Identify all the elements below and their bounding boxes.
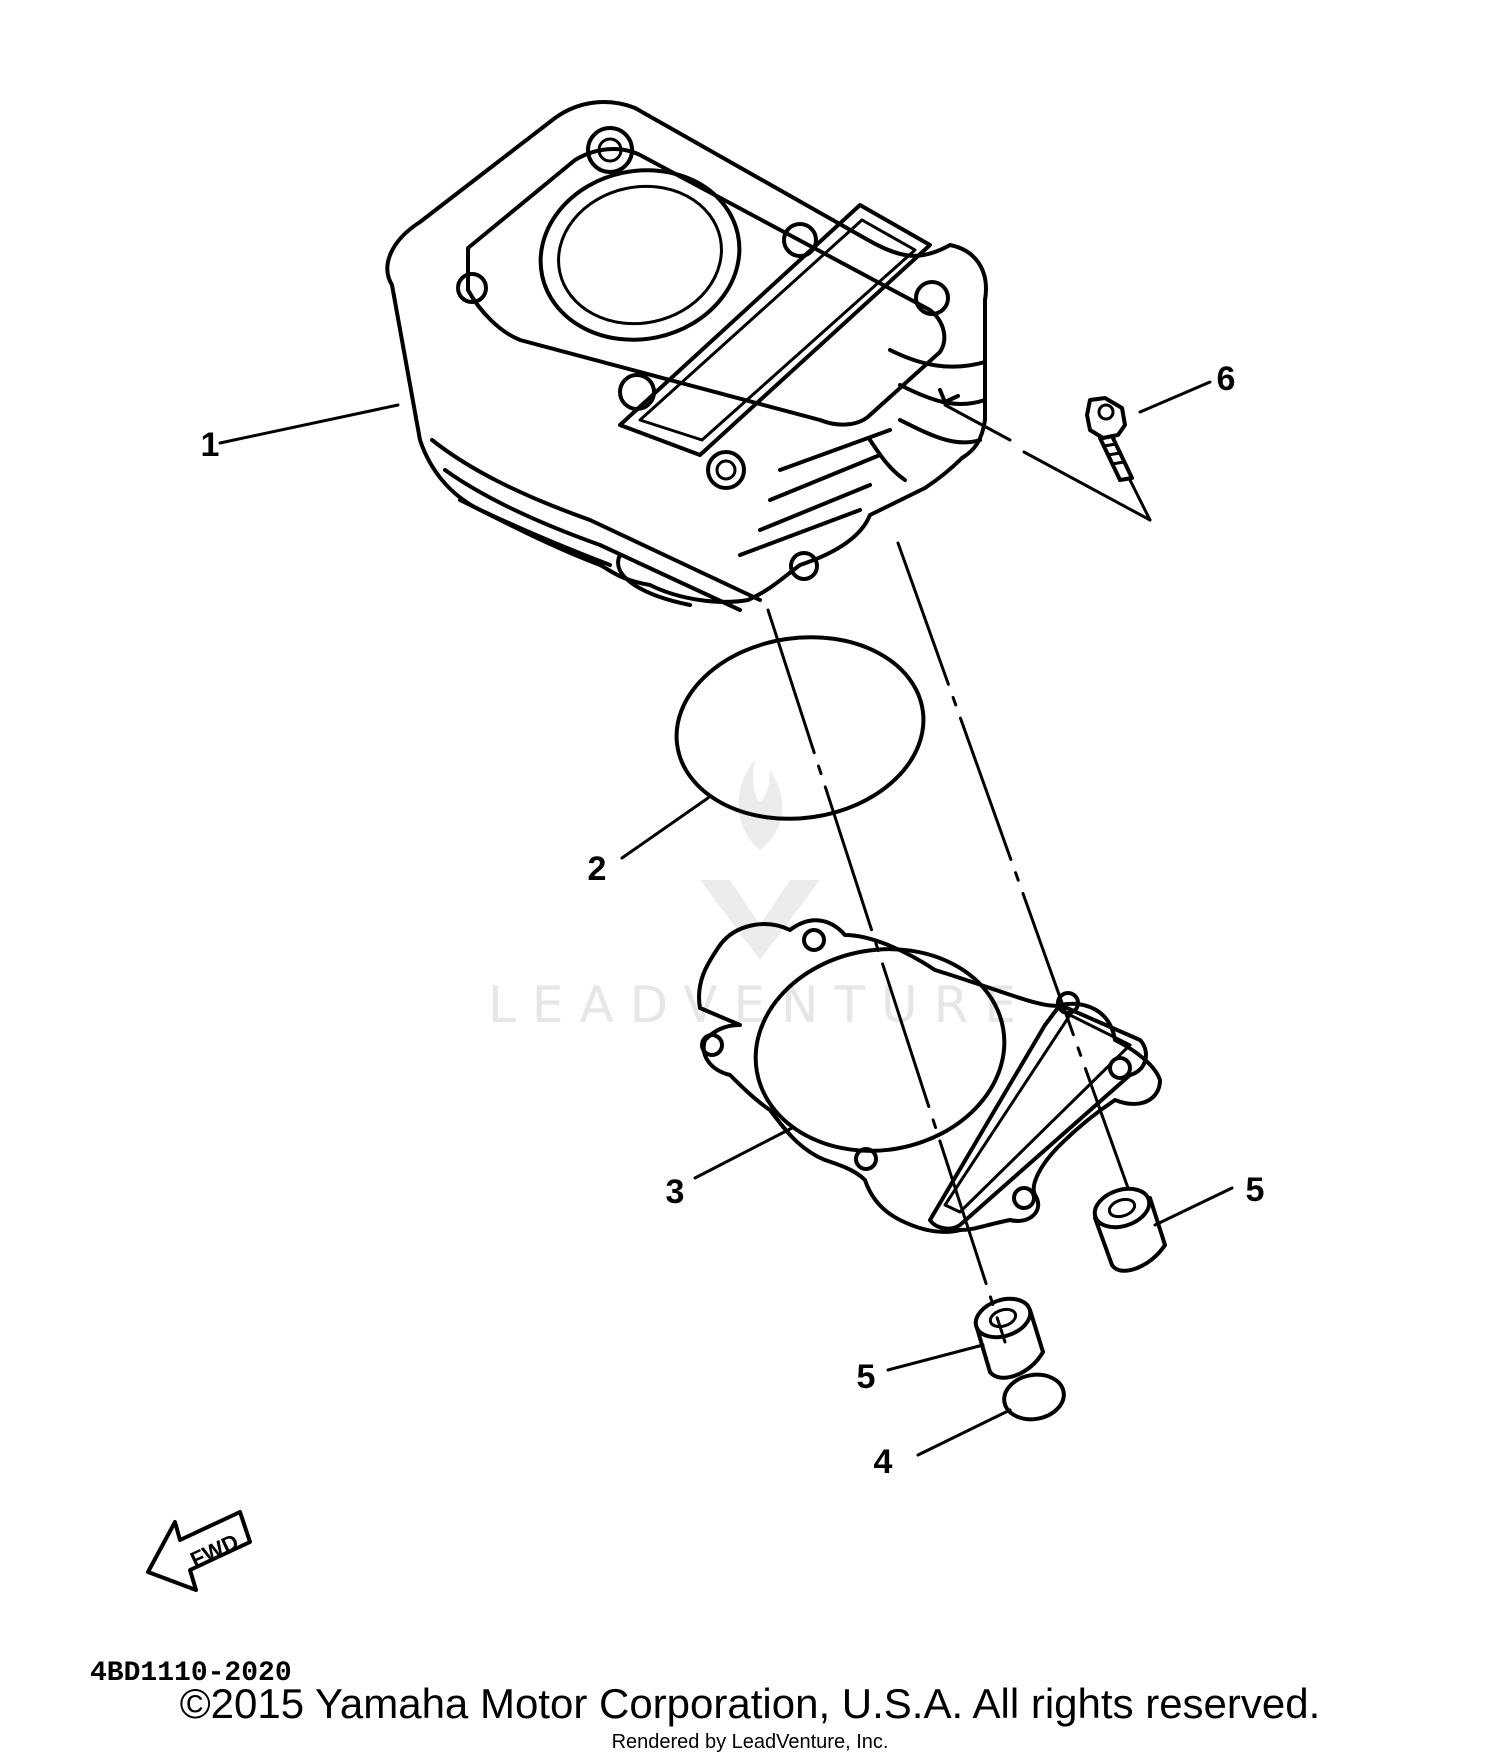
part-dowel-pin-right — [1092, 1186, 1167, 1273]
part-bolt — [1085, 396, 1134, 482]
part-o-ring — [674, 635, 926, 821]
part-cylinder — [385, 100, 988, 612]
callout-5-left: 5 — [857, 1358, 876, 1396]
part-dowel-pin-left — [973, 1296, 1045, 1380]
leadventure-watermark: LEADVENTURE — [488, 760, 1032, 1034]
forward-arrow-icon: FWD — [146, 1510, 252, 1592]
watermark-text: LEADVENTURE — [488, 976, 1032, 1034]
assembly-lines — [766, 403, 1152, 1344]
rendered-by-notice: Rendered by LeadVenture, Inc. — [611, 1731, 889, 1753]
part-plug — [1002, 1372, 1066, 1422]
copyright-notice: ©2015 Yamaha Motor Corporation, U.S.A. A… — [179, 1680, 1321, 1727]
leader-lines — [218, 380, 1234, 1457]
callout-6: 6 — [1217, 360, 1236, 398]
callout-1: 1 — [201, 426, 220, 464]
callout-3: 3 — [666, 1173, 685, 1211]
part-gasket — [697, 918, 1162, 1234]
callout-2: 2 — [588, 850, 607, 888]
callout-4: 4 — [874, 1443, 893, 1481]
diagram-code: 4BD1110-2020 — [90, 1658, 292, 1689]
callout-5-right: 5 — [1246, 1171, 1265, 1209]
